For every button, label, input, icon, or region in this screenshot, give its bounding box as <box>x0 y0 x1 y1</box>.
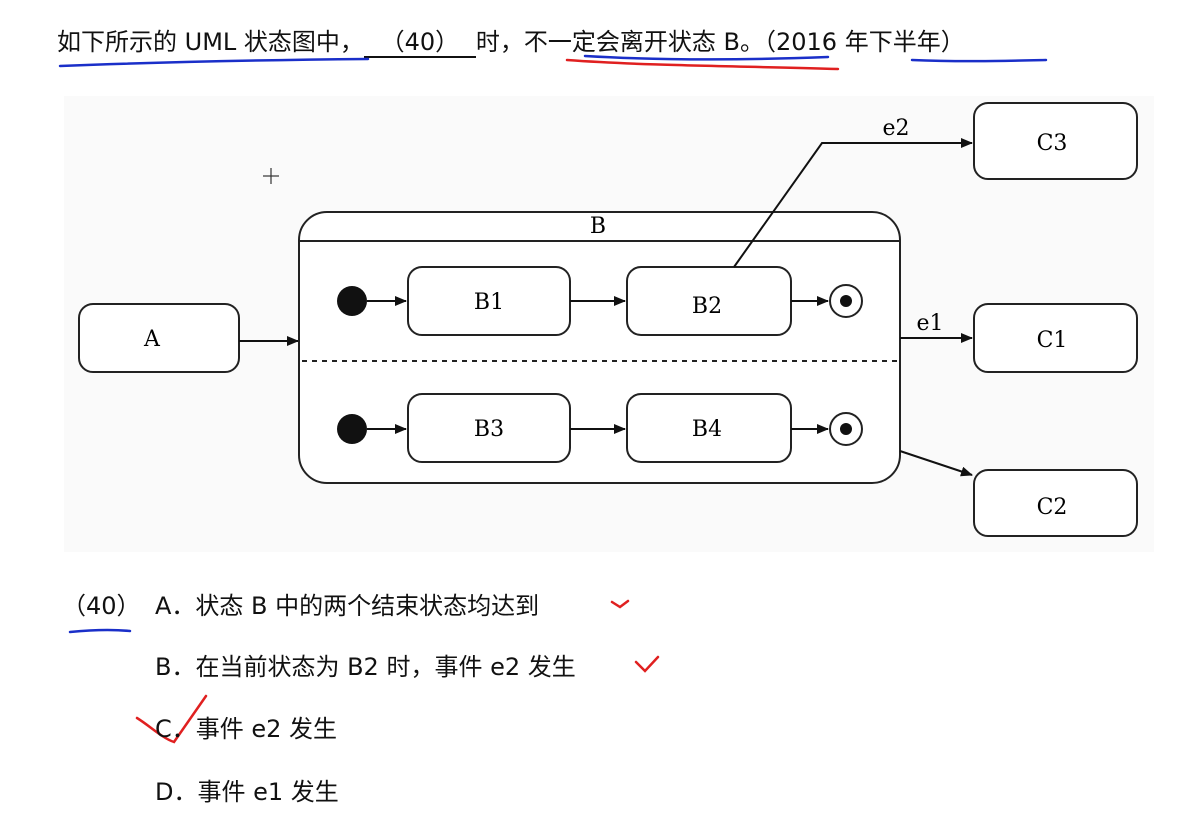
final-state-region1 <box>829 284 863 318</box>
state-b2-label: B2 <box>692 294 722 319</box>
initial-state-region2 <box>337 414 367 444</box>
option-a[interactable]: A．状态 B 中的两个结束状态均达到 <box>155 592 540 620</box>
blue-underline-number <box>68 628 132 634</box>
event-e1-label: e1 <box>916 311 943 336</box>
composite-b-label: B <box>590 214 606 239</box>
composite-state-b: B <box>298 211 901 484</box>
transition-b2-to-c3 <box>733 138 973 268</box>
red-check-mark-b <box>634 655 660 673</box>
state-a: A <box>78 303 240 373</box>
option-d[interactable]: D．事件 e1 发生 <box>155 778 339 806</box>
question-prefix: 如下所示的 UML 状态图中， <box>57 28 364 56</box>
cursor-crosshair-icon <box>263 168 279 184</box>
state-c3-label: C3 <box>1037 131 1068 156</box>
state-b3-label: B3 <box>474 417 504 442</box>
state-a-label: A <box>143 327 161 352</box>
event-e2-label: e2 <box>882 116 909 141</box>
transition-b-to-c2 <box>899 450 973 477</box>
state-b1: B1 <box>407 266 571 336</box>
state-c2-label: C2 <box>1037 495 1068 520</box>
red-check-mark-c <box>135 694 208 744</box>
question-number: （40） <box>62 592 141 620</box>
state-b2: B2 <box>626 266 792 336</box>
blue-underline-question <box>58 57 370 68</box>
option-c[interactable]: C．事件 e2 发生 <box>155 715 338 743</box>
option-b[interactable]: B．在当前状态为 B2 时，事件 e2 发生 <box>155 653 576 681</box>
red-underline-phrase <box>565 58 840 71</box>
state-b4: B4 <box>626 393 792 463</box>
state-b1-label: B1 <box>474 290 504 315</box>
blue-underline-phrase <box>583 54 830 61</box>
state-b3: B3 <box>407 393 571 463</box>
state-b4-label: B4 <box>692 417 722 442</box>
answer-blank: （40） <box>363 28 476 58</box>
initial-state-region1 <box>337 286 367 316</box>
final-state-region2 <box>829 412 863 446</box>
state-c2: C2 <box>973 469 1138 537</box>
state-c1-label: C1 <box>1037 328 1068 353</box>
state-c1: C1 <box>973 303 1138 373</box>
state-c3: C3 <box>973 102 1138 180</box>
blue-underline-year <box>910 58 1048 63</box>
question-stem: 如下所示的 UML 状态图中，（40）时，不一定会离开状态 B。（2016 年下… <box>57 22 965 58</box>
question-suffix: 时，不一定会离开状态 B。（2016 年下半年） <box>475 28 965 56</box>
red-check-mark-a <box>610 599 630 609</box>
